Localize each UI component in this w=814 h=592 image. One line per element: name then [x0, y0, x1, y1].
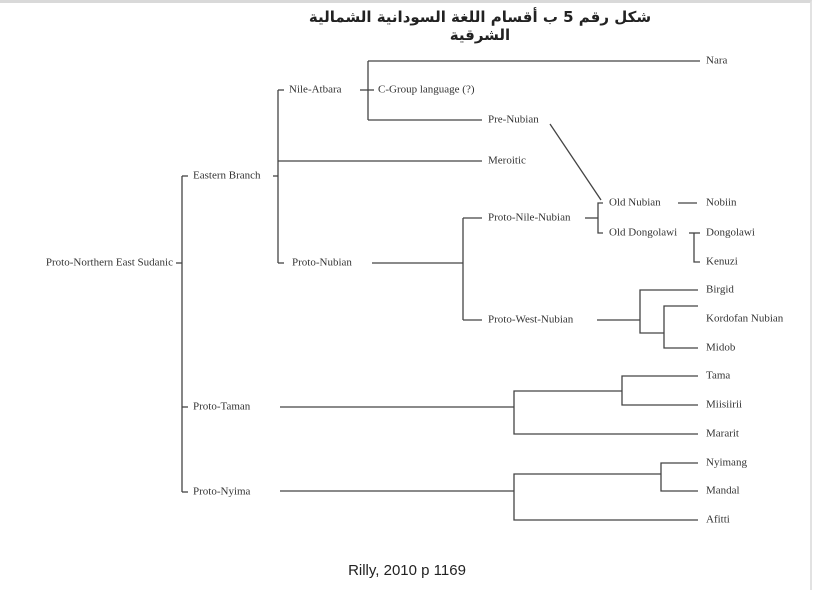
node-afitti: Afitti	[706, 514, 730, 526]
node-eastern-branch: Eastern Branch	[193, 170, 261, 182]
tree-labels: Proto-Northern East Sudanic Eastern Bran…	[46, 55, 784, 526]
node-tama: Tama	[706, 370, 730, 382]
node-proto-west-nubian: Proto-West-Nubian	[488, 314, 574, 326]
node-kenuzi: Kenuzi	[706, 256, 738, 268]
edge	[693, 233, 700, 263]
node-meroitic: Meroitic	[488, 155, 526, 167]
node-nobiin: Nobiin	[706, 197, 737, 209]
node-nile-atbara: Nile-Atbara	[289, 84, 342, 96]
edge	[621, 375, 698, 406]
node-mandal: Mandal	[706, 485, 740, 497]
node-root: Proto-Northern East Sudanic	[46, 257, 173, 269]
edge	[513, 390, 698, 435]
edge	[513, 473, 698, 521]
edge	[663, 305, 698, 349]
node-old-nubian: Old Nubian	[609, 197, 661, 209]
edge	[639, 289, 698, 334]
node-proto-taman: Proto-Taman	[193, 401, 251, 413]
node-pre-nubian: Pre-Nubian	[488, 114, 539, 126]
node-old-dongolawi: Old Dongolawi	[609, 227, 677, 239]
node-c-group: C-Group language (?)	[378, 84, 475, 96]
figure-caption: Rilly, 2010 p 1169	[348, 562, 466, 579]
edge	[549, 123, 602, 201]
node-mararit: Mararit	[706, 428, 739, 440]
node-midob: Midob	[706, 342, 736, 354]
edge	[660, 462, 698, 492]
tree-edges	[176, 60, 700, 521]
figure-title: شكل رقم 5 ب أقسام اللغة السودانية الشمال…	[308, 8, 652, 44]
node-dongolawi: Dongolawi	[706, 227, 755, 239]
edge	[597, 202, 603, 234]
node-nyimang: Nyimang	[706, 457, 747, 469]
node-proto-nile-nubian: Proto-Nile-Nubian	[488, 212, 571, 224]
node-proto-nubian: Proto-Nubian	[292, 257, 352, 269]
node-proto-nyima: Proto-Nyima	[193, 486, 251, 498]
node-nara: Nara	[706, 55, 727, 67]
node-kordofan-nubian: Kordofan Nubian	[706, 313, 784, 325]
node-miisiirii: Miisiirii	[706, 399, 742, 411]
node-birgid: Birgid	[706, 284, 734, 296]
